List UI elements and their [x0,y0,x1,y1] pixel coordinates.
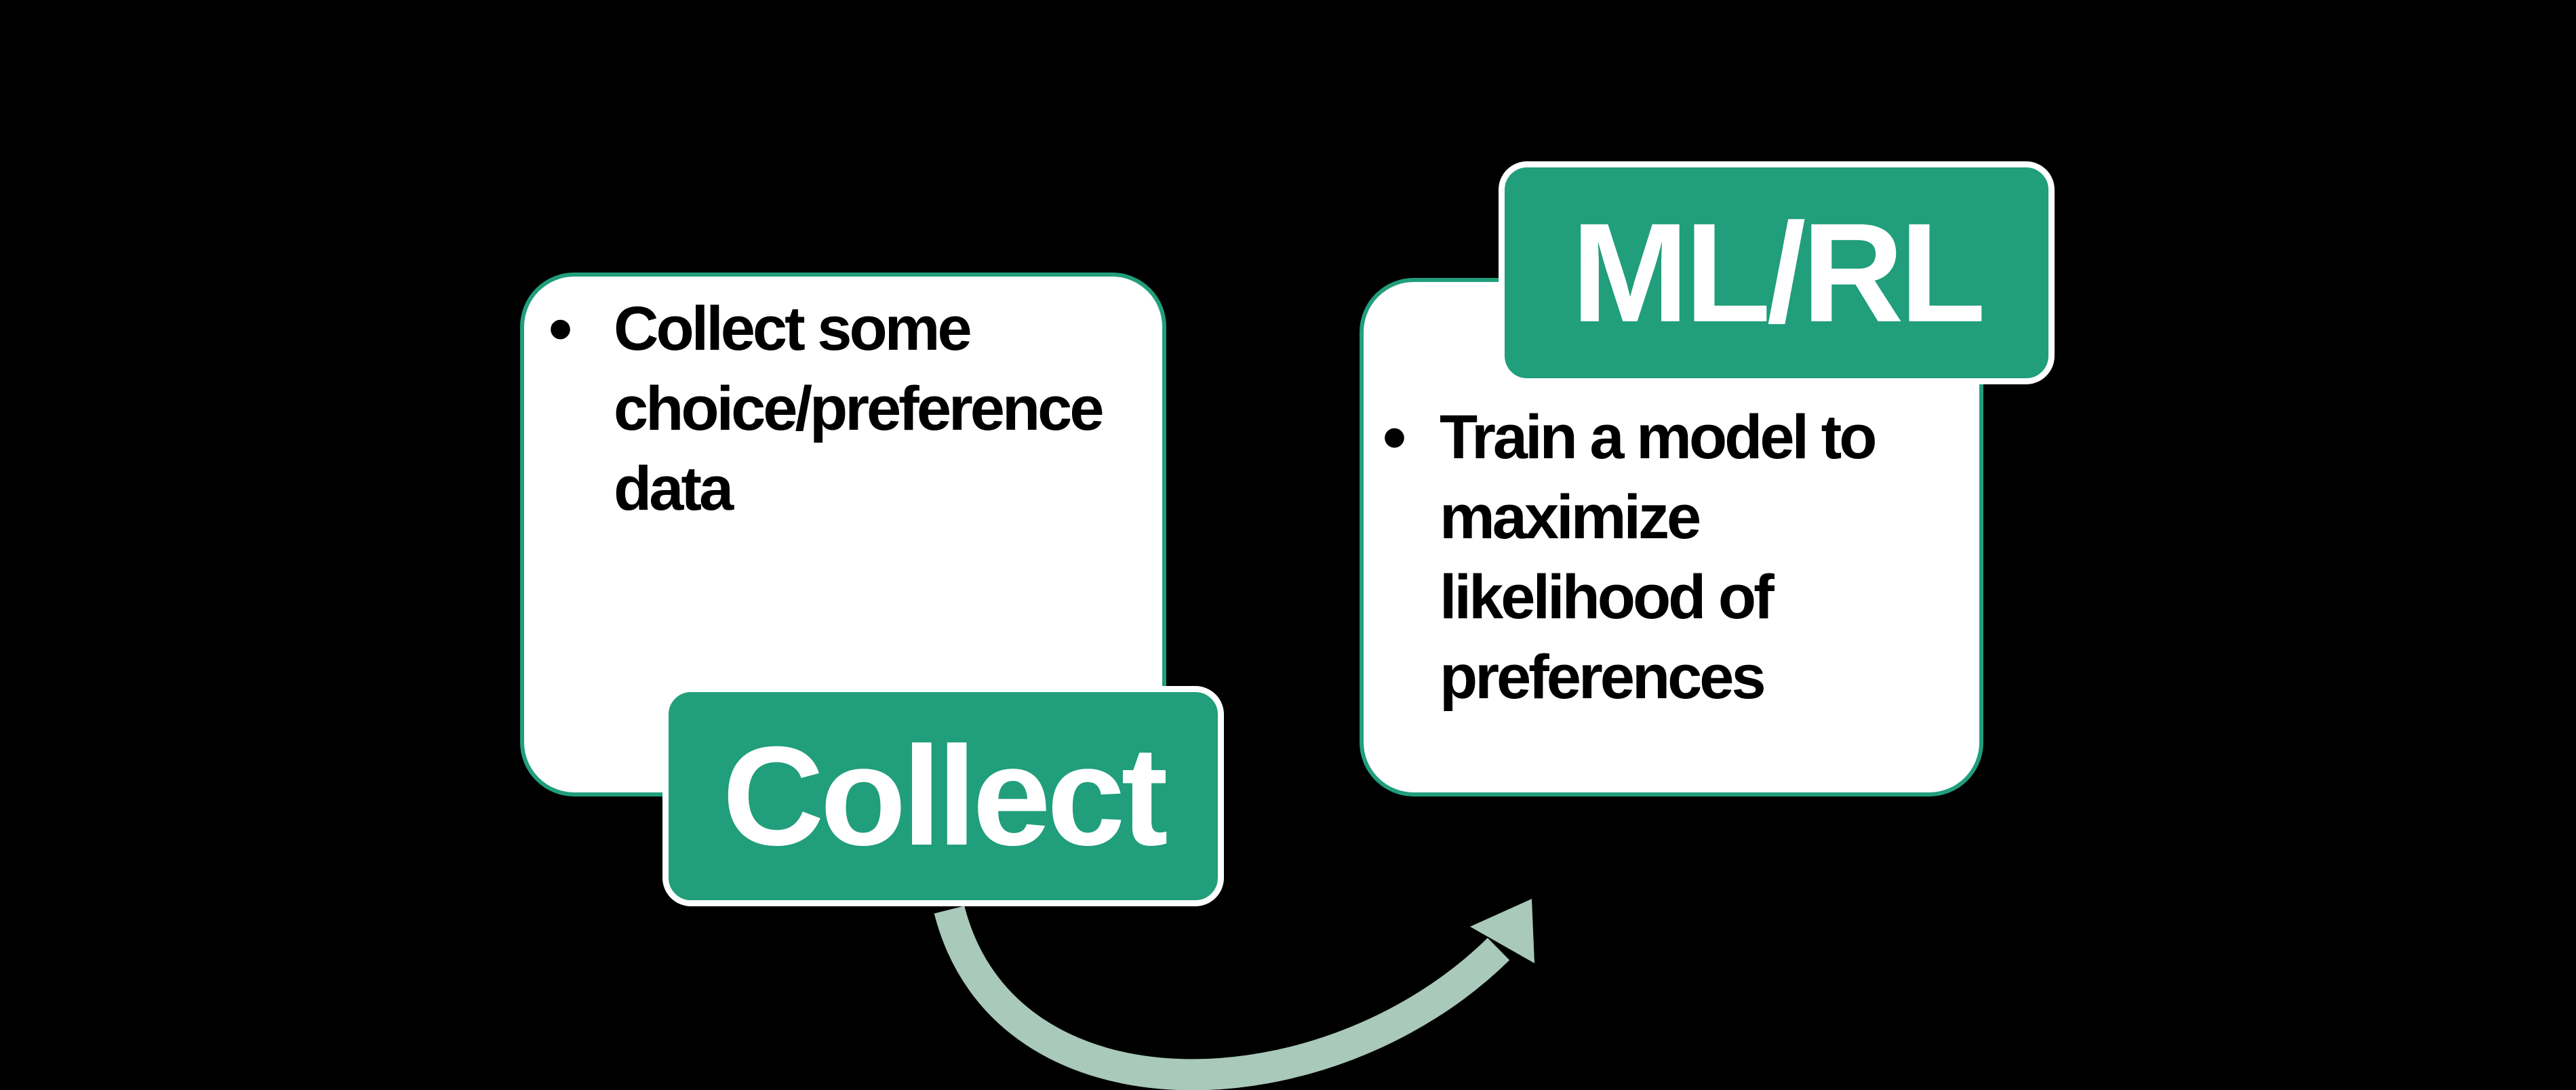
collect-step-text: Collect some choice/preference data [614,294,1104,523]
mlrl-label-text: ML/RL [1571,194,1985,352]
arrowhead-icon [1470,899,1534,963]
bullet-icon: • [1383,399,1407,475]
collect-step-label: Collect [662,686,1224,906]
collect-label-text: Collect [722,717,1168,875]
train-step-text: Train a model to maximize likelihood of … [1440,403,1877,712]
mlrl-step-label: ML/RL [1499,161,2055,384]
curved-arrow-shaft [934,906,1510,1090]
bullet-icon: • [549,291,573,367]
